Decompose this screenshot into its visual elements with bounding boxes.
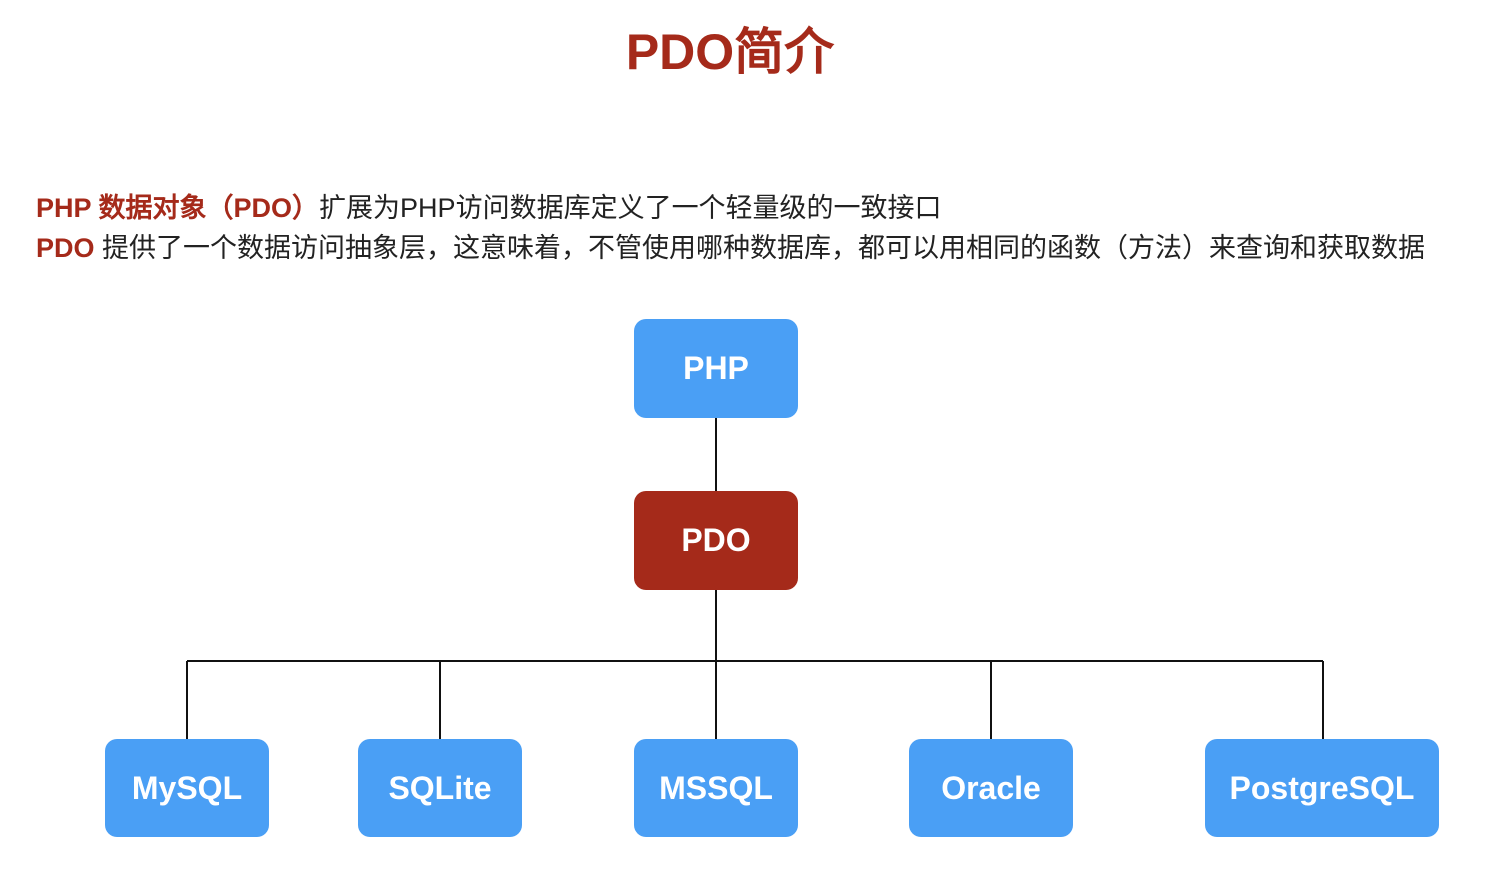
description-line-1: PHP 数据对象（PDO）扩展为PHP访问数据库定义了一个轻量级的一致接口: [36, 186, 942, 225]
description-line-1-highlight: PHP 数据对象（PDO）: [36, 193, 320, 223]
node-mysql: MySQL: [105, 739, 269, 837]
node-php: PHP: [634, 319, 798, 418]
node-pdo: PDO: [634, 491, 798, 590]
node-postgresql: PostgreSQL: [1205, 739, 1439, 837]
description-line-2-highlight: PDO: [36, 233, 95, 263]
description-line-1-text: 扩展为PHP访问数据库定义了一个轻量级的一致接口: [319, 193, 942, 223]
description-line-2-text: 提供了一个数据访问抽象层，这意味着，不管使用哪种数据库，都可以用相同的函数（方法…: [94, 233, 1426, 263]
node-sqlite: SQLite: [358, 739, 522, 837]
page-title: PDO简介: [625, 24, 835, 80]
description-line-2: PDO 提供了一个数据访问抽象层，这意味着，不管使用哪种数据库，都可以用相同的函…: [36, 226, 1425, 265]
node-oracle: Oracle: [909, 739, 1073, 837]
node-mssql: MSSQL: [634, 739, 798, 837]
